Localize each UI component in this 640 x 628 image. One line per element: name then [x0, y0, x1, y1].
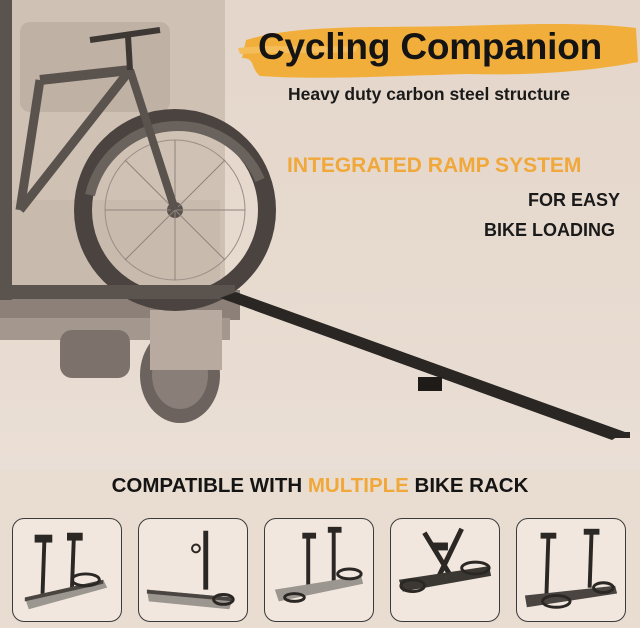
subtitle: Heavy duty carbon steel structure — [288, 84, 571, 104]
orange-brush-stroke — [238, 24, 638, 78]
hero-photo — [0, 0, 640, 470]
compat-highlight: MULTIPLE — [307, 474, 409, 497]
rack-thumbnail-5 — [516, 518, 626, 622]
rack-thumbnail-3 — [264, 518, 374, 622]
vehicle-with-bike-illustration — [0, 0, 630, 440]
bike-rack-icon — [274, 526, 364, 603]
bike-rack-icon — [24, 532, 108, 610]
compatibility-heading: COMPATIBLE WITH MULTIPLE BIKE RACK — [0, 474, 640, 498]
page-title: Cycling Companion — [258, 26, 602, 67]
rack-thumbnail-4 — [390, 518, 500, 622]
bike-rack-icon — [398, 527, 492, 594]
bike-rack-icon — [524, 528, 618, 609]
feature-line-2: BIKE LOADING — [484, 220, 616, 240]
feature-line-1: FOR EASY — [528, 190, 621, 210]
bike-rack-icon — [146, 530, 235, 610]
rack-thumbnail-row — [12, 518, 628, 622]
compat-suffix: BIKE RACK — [408, 474, 529, 497]
rack-thumbnail-2 — [138, 518, 248, 622]
compat-prefix: COMPATIBLE WITH — [111, 474, 308, 497]
rack-thumbnail-1 — [12, 518, 122, 622]
feature-heading: INTEGRATED RAMP SYSTEM — [287, 154, 582, 177]
